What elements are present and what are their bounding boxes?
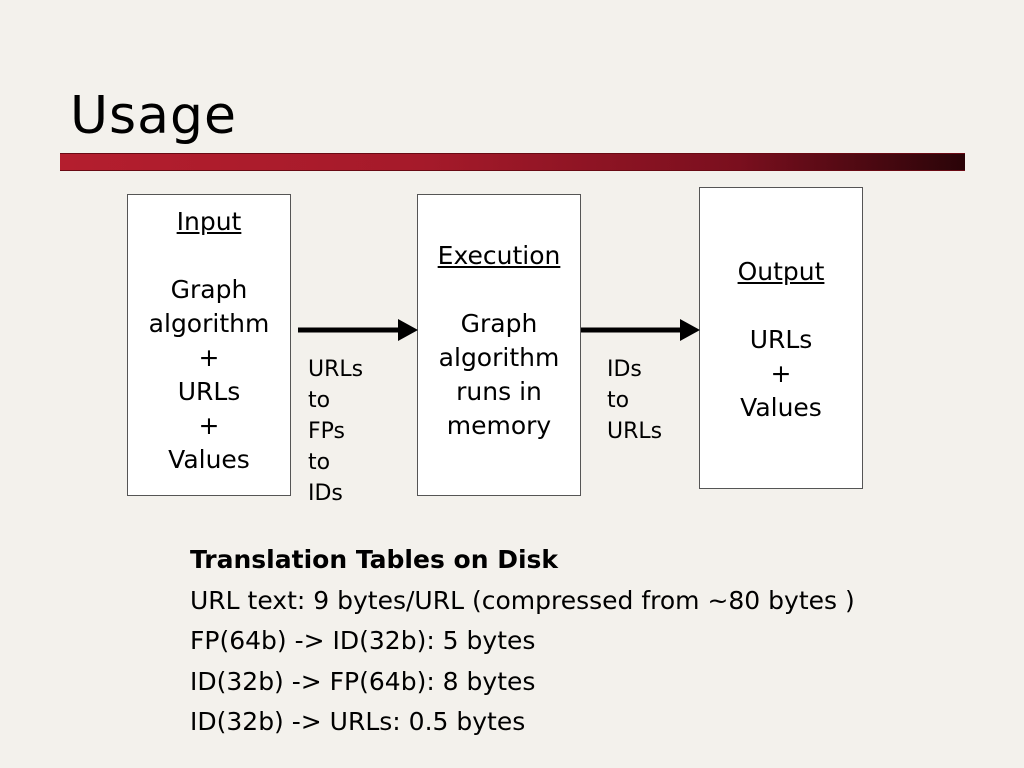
arrow-1-label-line: to — [308, 388, 331, 413]
arrow-1-label-line: FPs — [308, 419, 345, 444]
execution-box-line: algorithm — [438, 343, 560, 372]
translation-table-line: ID(32b) -> URLs: 0.5 bytes — [190, 707, 526, 736]
arrow-input-to-execution — [298, 319, 418, 341]
translation-table-line: FP(64b) -> ID(32b): 5 bytes — [190, 626, 536, 655]
execution-box-heading: Execution — [437, 241, 561, 270]
output-box-heading: Output — [737, 257, 825, 286]
input-box-line: Graph — [170, 275, 248, 304]
arrow-2-label: IDs to URLs — [607, 354, 662, 447]
arrow-2-label-line: IDs — [607, 357, 642, 382]
arrow-head — [680, 319, 700, 341]
arrow-head — [398, 319, 418, 341]
input-box-heading: Input — [176, 207, 242, 236]
translation-table-line: URL text: 9 bytes/URL (compressed from ~… — [190, 585, 855, 615]
execution-box-line: runs in — [456, 377, 542, 406]
output-box-line: Values — [740, 393, 822, 422]
input-box-line: + — [198, 343, 220, 372]
arrow-1-label-line: IDs — [308, 481, 343, 506]
output-box-line: + — [770, 359, 792, 388]
translation-table-line: ID(32b) -> FP(64b): 8 bytes — [190, 666, 536, 696]
input-box: Input Graph algorithm + URLs + Values — [127, 194, 291, 496]
title-underline-bar — [60, 153, 965, 171]
translation-tables-heading: Translation Tables on Disk — [190, 545, 559, 574]
arrow-2-label-line: to — [607, 388, 630, 413]
arrow-1-label-line: URLs — [308, 357, 364, 382]
arrow-1-label-line: to — [308, 450, 331, 475]
output-box-line: URLs — [749, 325, 813, 354]
arrow-1-label: URLs to FPs to IDs — [308, 354, 363, 509]
execution-box-line: Graph — [460, 309, 538, 338]
arrow-2-label-line: URLs — [607, 419, 663, 444]
input-box-line: URLs — [177, 377, 241, 406]
slide-title: Usage — [70, 86, 238, 146]
execution-box-line: memory — [446, 411, 552, 440]
arrow-execution-to-output — [581, 319, 700, 341]
translation-tables: Translation Tables on Disk URL text: 9 b… — [190, 540, 855, 743]
input-box-line: Values — [168, 445, 250, 474]
execution-box: Execution Graph algorithm runs in memory — [417, 194, 581, 496]
output-box: Output URLs + Values — [699, 187, 863, 489]
input-box-line: + — [198, 411, 220, 440]
input-box-line: algorithm — [148, 309, 270, 338]
